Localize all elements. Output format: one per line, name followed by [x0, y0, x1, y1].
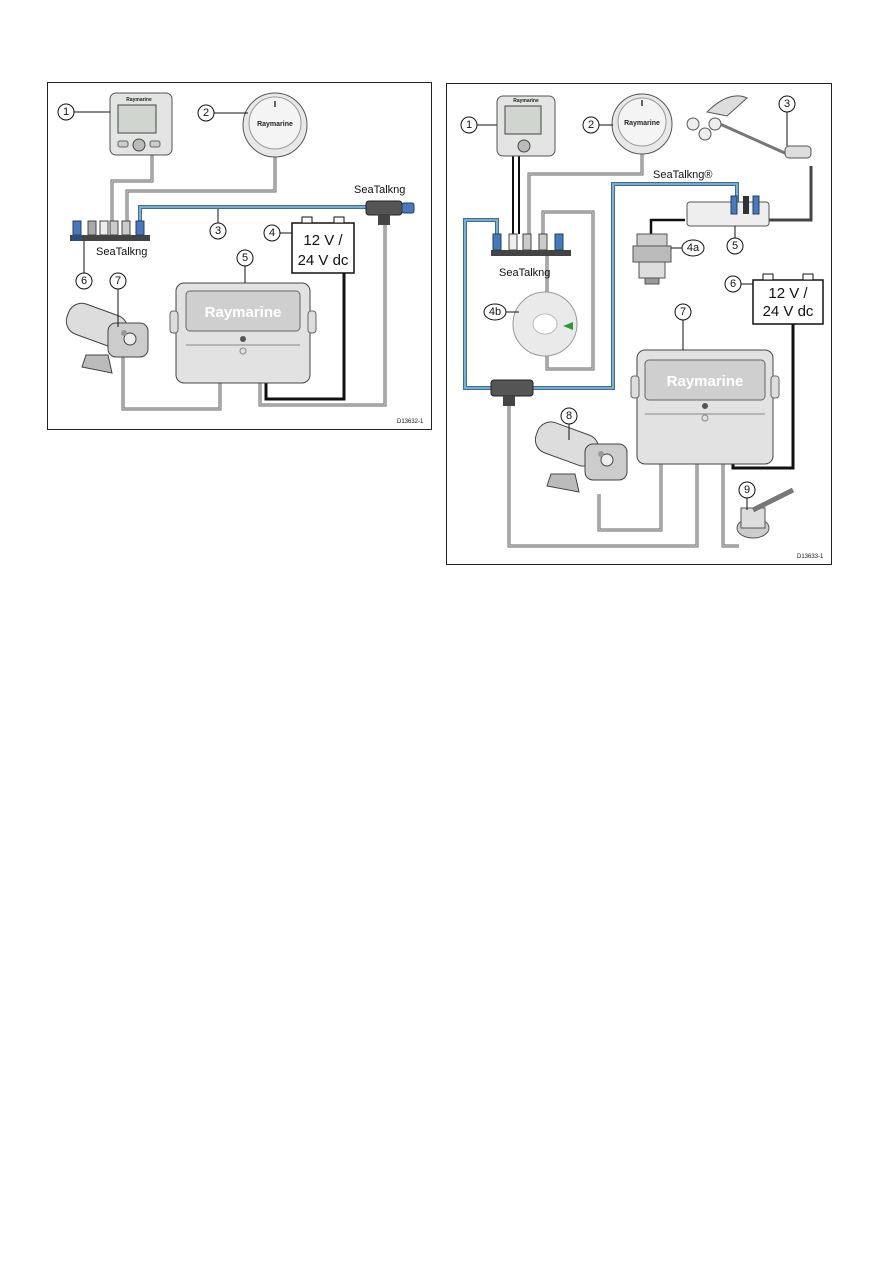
right-acu: Raymarine — [630, 349, 780, 465]
right-wind-transducer — [686, 95, 812, 159]
right-cables — [463, 154, 813, 548]
left-diagram-svg: Raymarine Raymarine SeaTalkng SeaTalkng — [57, 92, 424, 425]
left-callout-1: 1 — [63, 106, 69, 118]
right-seatalkng-top-label: SeaTalkng® — [653, 169, 712, 181]
diagram-left-system: Raymarine Raymarine SeaTalkng SeaTalkng — [47, 82, 432, 430]
left-compass: Raymarine — [242, 92, 308, 158]
right-callout-7: 7 — [680, 306, 686, 318]
left-display-brand: Raymarine — [126, 97, 152, 103]
left-t-piece: SeaTalkng — [354, 184, 415, 225]
left-callout-6: 6 — [81, 275, 87, 287]
right-compass: Raymarine — [611, 93, 673, 155]
right-transducer-4a — [632, 233, 672, 285]
left-callout-2: 2 — [203, 107, 209, 119]
right-battery-voltage-2: 24 V dc — [763, 303, 814, 320]
right-callout-9: 9 — [744, 484, 750, 496]
left-acu: Raymarine — [169, 282, 317, 384]
right-callout-5: 5 — [732, 240, 738, 252]
diagram-right-system: Raymarine Raymarine SeaTalkng® — [446, 83, 832, 565]
left-terminator-connector — [72, 220, 82, 241]
right-converter: SeaTalkng® — [653, 169, 770, 227]
right-callout-1: 1 — [466, 119, 472, 131]
right-seatalkng-bus-label: SeaTalkng — [499, 267, 550, 279]
left-power-cable — [264, 273, 346, 401]
left-battery-voltage-1: 12 V / — [303, 232, 343, 249]
left-battery: 12 V / 24 V dc — [291, 216, 355, 274]
left-callout-3: 3 — [215, 225, 221, 237]
left-callout-4: 4 — [269, 227, 275, 239]
right-callouts: 1 2 3 4a 4b 5 6 7 8 9 — [460, 95, 796, 510]
right-diagram-svg: Raymarine Raymarine SeaTalkng® — [460, 93, 824, 560]
right-callout-8: 8 — [566, 410, 572, 422]
right-display-brand: Raymarine — [513, 98, 539, 104]
left-bus-connector — [87, 220, 145, 236]
right-callout-4b: 4b — [489, 306, 501, 318]
right-sensor-4b — [512, 291, 578, 357]
left-control-head: Raymarine — [109, 92, 173, 156]
left-battery-voltage-2: 24 V dc — [298, 252, 349, 269]
right-callout-6: 6 — [730, 278, 736, 290]
right-acu-brand: Raymarine — [667, 373, 744, 390]
left-seatalkng-bus: SeaTalkng — [70, 220, 150, 258]
right-compass-brand: Raymarine — [624, 120, 660, 127]
left-callout-5: 5 — [242, 252, 248, 264]
right-diagram-ref: D13633-1 — [797, 554, 824, 560]
left-compass-brand: Raymarine — [257, 121, 293, 128]
left-diagram-ref: D13632-1 — [397, 419, 424, 425]
right-t-piece — [490, 379, 534, 406]
left-seatalkng-bus-label: SeaTalkng — [96, 246, 147, 258]
right-callout-2: 2 — [588, 119, 594, 131]
right-battery-voltage-1: 12 V / — [768, 285, 808, 302]
right-drive-pump — [534, 421, 628, 493]
right-battery: 12 V / 24 V dc — [752, 273, 824, 325]
right-control-head: Raymarine — [496, 95, 556, 157]
left-callout-7: 7 — [115, 275, 121, 287]
right-callout-4a: 4a — [687, 242, 700, 254]
right-seatalkng-bus: SeaTalkng — [491, 233, 571, 279]
left-callouts: 1 2 3 4 5 6 7 — [57, 103, 292, 327]
left-drive-pump — [65, 302, 149, 374]
left-seatalkng-top-label: SeaTalkng — [354, 184, 405, 196]
right-callout-3: 3 — [784, 98, 790, 110]
left-cables — [110, 153, 387, 411]
left-acu-brand: Raymarine — [205, 304, 282, 321]
right-rudder-reference — [736, 487, 795, 539]
